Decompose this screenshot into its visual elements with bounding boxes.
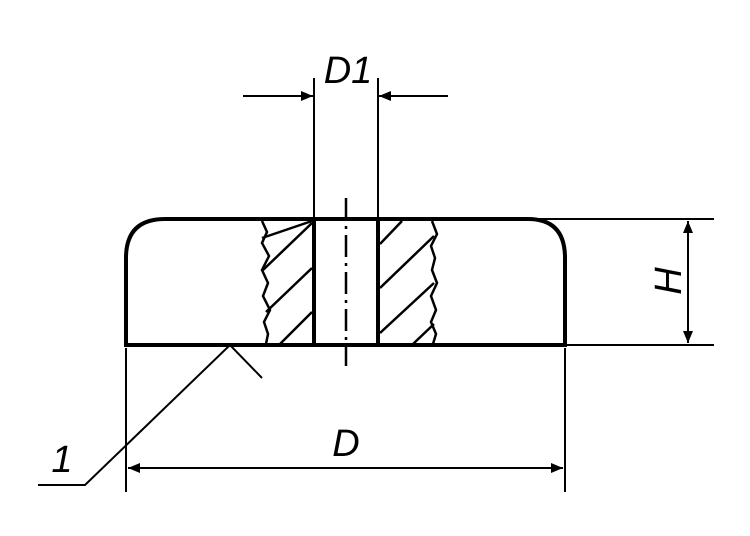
section-hatching (261, 219, 435, 345)
callout-label: 1 (51, 439, 72, 481)
callout-leader (38, 343, 263, 486)
d-label: D (332, 423, 359, 465)
d1-label: D1 (324, 50, 373, 92)
h-label: H (648, 267, 690, 295)
thread-break-left (260, 220, 272, 345)
part-outline (124, 217, 567, 347)
